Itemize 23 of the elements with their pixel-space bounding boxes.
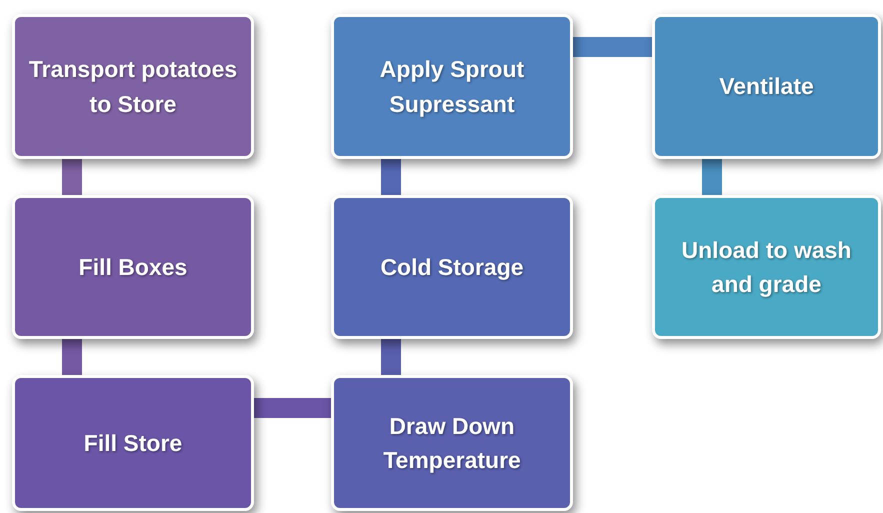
step-label: Ventilate <box>719 72 814 102</box>
step-label: Transport potatoes to Store <box>28 55 238 118</box>
connector-bar <box>254 398 331 418</box>
process-box <box>331 14 573 159</box>
process-box <box>652 14 881 159</box>
process-box <box>12 195 254 339</box>
connector-bar <box>62 339 82 375</box>
process-box <box>652 195 881 339</box>
step-label: Draw Down Temperature <box>382 412 522 475</box>
connector-bar <box>702 159 722 195</box>
step-label: Apply Sprout Supressant <box>378 55 526 119</box>
connector-bar <box>573 37 652 57</box>
process-box <box>12 375 254 511</box>
step-label: Fill Store <box>84 428 182 458</box>
connector-bar <box>381 339 401 375</box>
connector-bar <box>381 159 401 195</box>
step-label: Unload to wash and grade <box>680 236 852 299</box>
step-label: Fill Boxes <box>78 252 188 282</box>
step-label: Cold Storage <box>380 252 524 282</box>
process-box <box>12 14 254 159</box>
connector-bar <box>62 159 82 195</box>
process-box <box>331 375 573 511</box>
process-box <box>331 195 573 339</box>
